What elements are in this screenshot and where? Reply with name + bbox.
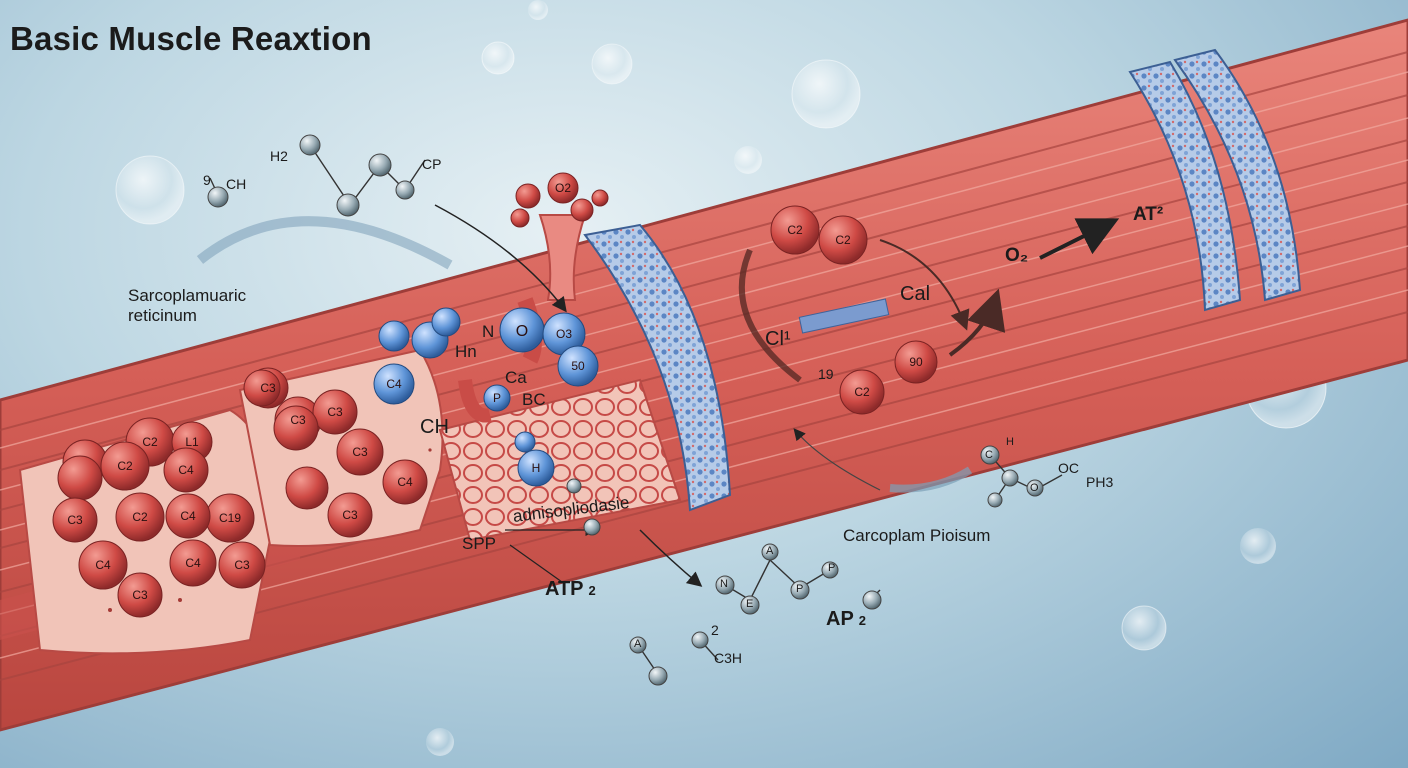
blue-spheres [373, 307, 599, 487]
ap-subscript: 2 [858, 613, 867, 628]
blue-bar [798, 298, 890, 334]
label-o2: O₂ [1005, 245, 1029, 266]
sphere-label: 50 [571, 359, 585, 373]
sphere-label: C3 [260, 381, 276, 395]
page-title: Basic Muscle Reaxtion [10, 20, 372, 57]
fiber-spheres [52, 367, 428, 618]
blue-band-center [583, 223, 732, 512]
label-p-mol: P [796, 583, 804, 595]
sphere-label: L1 [185, 435, 199, 449]
label-ap2: AP 2 [826, 608, 866, 631]
label-bc: BC [522, 390, 546, 409]
sphere-label: C4 [180, 509, 196, 523]
label-c-mol: C [985, 449, 993, 461]
label-a-mol-2: A [634, 638, 642, 650]
label-a-mol: A [766, 545, 774, 557]
label-at: AT² [1133, 204, 1164, 225]
sphere-label: C3 [67, 513, 83, 527]
arrows [196, 204, 1120, 587]
label-nineteen: 19 [818, 366, 834, 382]
sphere-label: C2 [835, 233, 851, 247]
label-sr-line1: Sarcoplamuaric [128, 286, 247, 305]
label-two: 2 [711, 622, 719, 638]
label-p-mol-2: P [828, 562, 836, 574]
label-o-mol: O [1030, 482, 1039, 494]
sphere-label: C4 [178, 463, 194, 477]
sphere-label: C3 [132, 588, 148, 602]
label-h-mol: H [1006, 436, 1014, 448]
sphere-label: C2 [117, 459, 133, 473]
molecule-atoms [207, 134, 1044, 686]
sphere-label: C2 [142, 435, 158, 449]
label-carcoplam: Carcoplam Pioisum [843, 526, 991, 545]
sphere-label: C2 [787, 223, 803, 237]
sphere-label: C3 [352, 445, 368, 459]
sphere-label: C3 [342, 508, 358, 522]
sphere-label: O2 [555, 181, 571, 195]
label-sr-line2: reticinum [128, 306, 197, 325]
blue-band-right-1 [1128, 60, 1242, 312]
atp-text: ATP [545, 578, 584, 600]
channel-stalk [538, 214, 587, 301]
label-spp: SPP [462, 534, 497, 553]
label-ph3: PH3 [1086, 474, 1114, 490]
label-hn: Hn [455, 342, 477, 361]
sphere-label: 90 [909, 355, 923, 369]
label-oc: OC [1058, 460, 1079, 476]
label-nine: 9 [203, 172, 211, 188]
sphere-label: C3 [327, 405, 343, 419]
atp-subscript: 2 [588, 583, 596, 598]
label-e-mol: E [746, 598, 754, 610]
sphere-label: O3 [556, 327, 572, 341]
label-c3h: C3H [714, 650, 743, 666]
label-n-mol: N [720, 578, 728, 590]
blue-band-right-2 [1173, 48, 1302, 302]
ap-text: AP [826, 608, 854, 630]
sphere-label: C2 [132, 510, 148, 524]
label-ch-small: CH [226, 176, 247, 192]
sphere-labels: C3 C3 C2 L1 C3 C2 C4 C3 C2 C4 C19 C3 C4 … [67, 181, 923, 602]
label-h2: H2 [270, 148, 288, 164]
label-ca: Ca [505, 368, 527, 387]
sphere-label: C4 [185, 556, 201, 570]
label-ch: CH [420, 416, 449, 438]
label-f: N [482, 322, 495, 341]
sphere-label: C3 [234, 558, 250, 572]
right-spheres [770, 205, 938, 415]
label-atp2: ATP 2 [545, 578, 596, 601]
label-cal: Cal [900, 283, 931, 305]
sphere-label: H [532, 461, 541, 475]
sphere-label: O [516, 323, 528, 340]
sphere-label: P [493, 391, 501, 405]
sphere-label: C4 [386, 377, 402, 391]
sphere-label: C4 [397, 475, 413, 489]
label-cli: Cl¹ [765, 328, 791, 350]
label-cp: CP [422, 156, 442, 172]
sphere-label: C19 [219, 511, 241, 525]
sphere-label: C3 [290, 413, 306, 427]
sphere-label: C4 [95, 558, 111, 572]
sphere-label: C2 [854, 385, 870, 399]
